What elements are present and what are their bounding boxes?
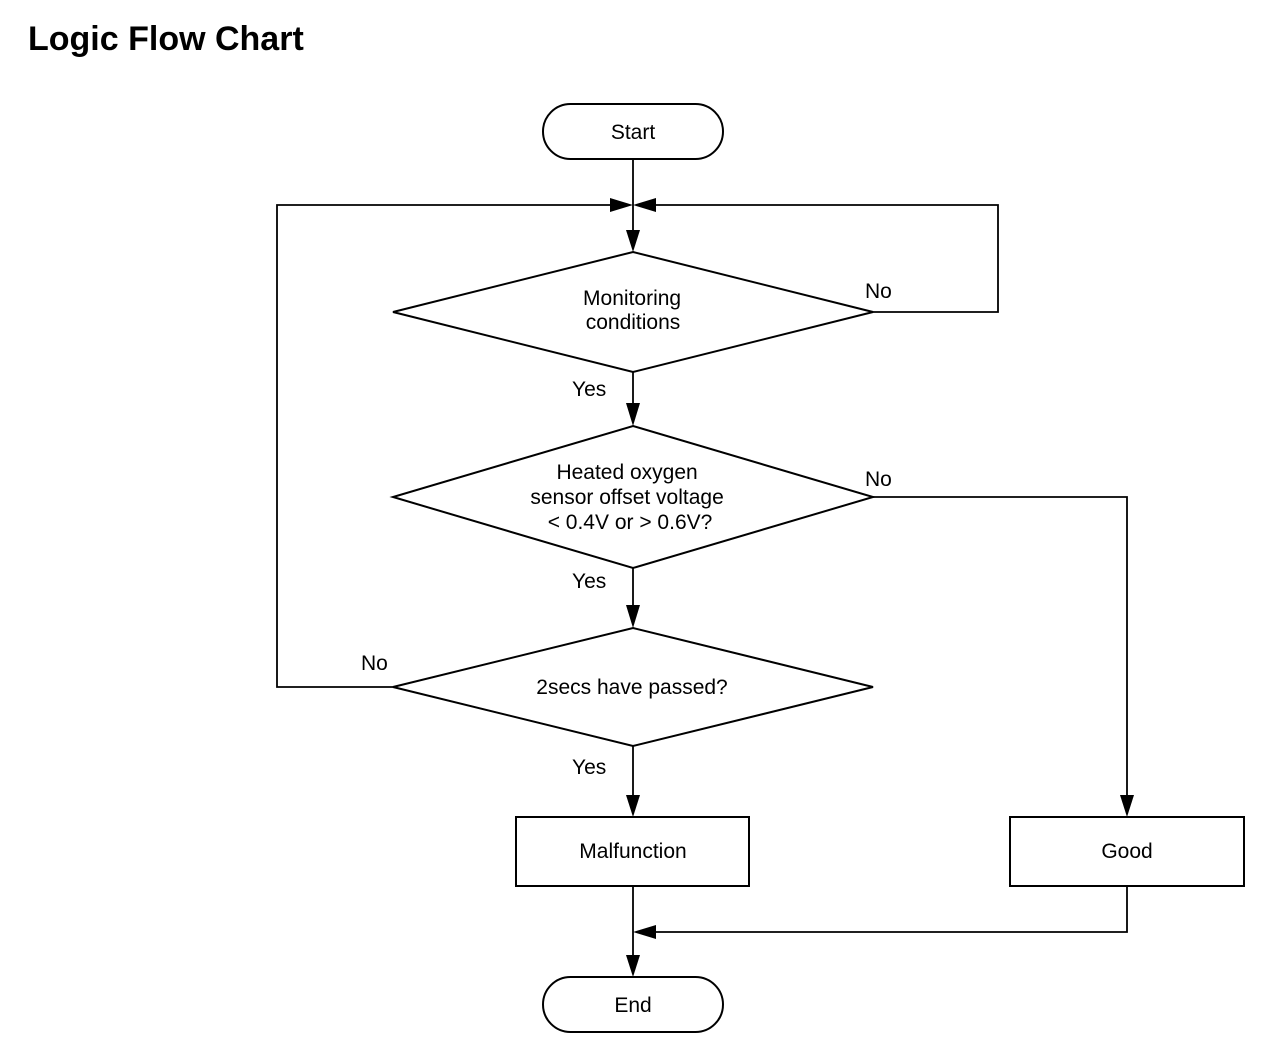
voltage-label-line-1: Heated oxygen <box>556 461 697 484</box>
monitoring-label-line-1: Monitoring <box>583 287 681 310</box>
arrow-head-into-end <box>626 955 640 977</box>
arrow-head-into-monitoring <box>626 230 640 252</box>
edge-label-voltage-yes: Yes <box>572 570 606 593</box>
monitoring-label: Monitoring conditions <box>583 287 687 334</box>
arrow-head-into-good <box>1120 795 1134 817</box>
node-start: Start <box>542 103 724 160</box>
voltage-decision-shape <box>389 424 877 570</box>
good-label: Good <box>1101 840 1152 863</box>
connector-monitoring-no-loop <box>654 204 999 313</box>
node-good: Good <box>1009 816 1245 887</box>
monitoring-decision-shape <box>392 250 874 374</box>
edge-label-monitoring-no: No <box>865 280 892 303</box>
arrow-head-into-end-merge <box>633 925 656 939</box>
timer-label: 2secs have passed? <box>536 676 727 699</box>
node-monitoring: Monitoring conditions <box>392 250 874 374</box>
node-voltage: Heated oxygen sensor offset voltage < 0.… <box>389 424 877 570</box>
voltage-label-line-3: < 0.4V or > 0.6V? <box>548 511 713 534</box>
node-end: End <box>542 976 724 1033</box>
arrow-head-into-malfunction <box>626 795 640 817</box>
timer-decision-shape <box>392 626 874 748</box>
arrow-heads <box>610 198 1134 977</box>
arrow-head-into-junction-from-left <box>610 198 633 212</box>
good-process-shape <box>1009 816 1245 887</box>
voltage-label: Heated oxygen sensor offset voltage < 0.… <box>530 461 729 534</box>
connector-good-to-end <box>654 886 1128 933</box>
start-label: Start <box>611 121 656 144</box>
edge-label-monitoring-yes: Yes <box>572 378 606 401</box>
start-terminal-shape <box>542 103 724 160</box>
arrow-head-into-timer <box>626 605 640 628</box>
arrow-head-into-junction-from-right <box>633 198 656 212</box>
page-title: Logic Flow Chart <box>28 20 304 58</box>
edge-label-timer-no: No <box>361 652 388 675</box>
edge-label-voltage-no: No <box>865 468 892 491</box>
flow-connectors <box>276 160 1128 956</box>
malfunction-process-shape <box>515 816 750 887</box>
timer-label-line-1: 2secs have passed? <box>536 676 727 699</box>
node-malfunction: Malfunction <box>515 816 750 887</box>
monitoring-label-line-2: conditions <box>586 311 681 334</box>
malfunction-label: Malfunction <box>579 840 686 863</box>
connector-timer-no-loop <box>276 204 612 688</box>
edge-label-timer-yes: Yes <box>572 756 606 779</box>
edge-labels: Yes No Yes No Yes No <box>361 280 892 779</box>
voltage-label-line-2: sensor offset voltage <box>530 486 723 509</box>
connector-voltage-no-to-good <box>873 496 1128 796</box>
end-label: End <box>614 994 651 1017</box>
end-terminal-shape <box>542 976 724 1033</box>
node-timer: 2secs have passed? <box>392 626 874 748</box>
arrow-head-into-voltage <box>626 403 640 426</box>
